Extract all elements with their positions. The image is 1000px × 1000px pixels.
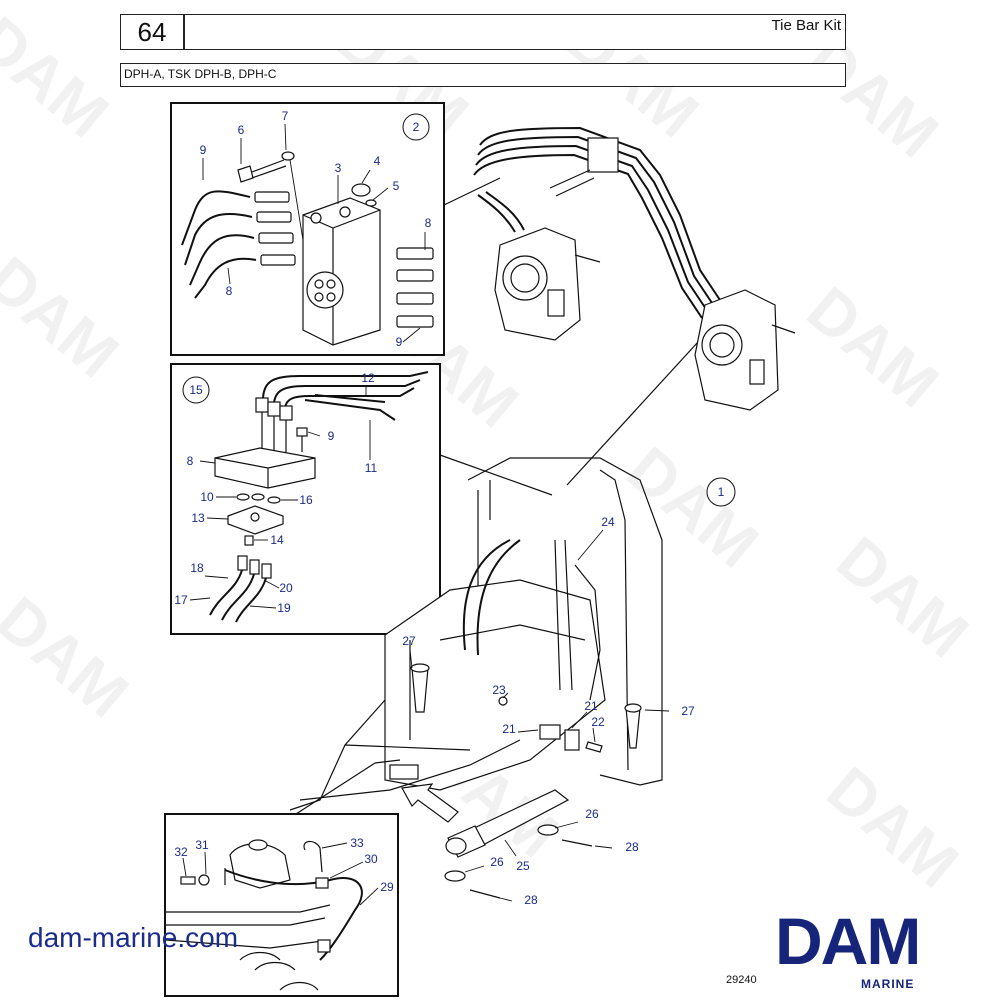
detail-15-manifold: 15 (170, 363, 441, 635)
main-drive-body: 24 27 27 23 21 21 22 26 28 25 26 28 1 (289, 457, 736, 907)
detail-2-pointer (443, 177, 501, 206)
label-6: 6 (238, 123, 245, 137)
label-14: 14 (270, 533, 284, 547)
label-4: 4 (374, 154, 381, 168)
label-30: 30 (364, 852, 378, 866)
label-23: 23 (492, 683, 506, 697)
label-25: 25 (516, 859, 530, 873)
label-17: 17 (174, 593, 188, 607)
model-list: DPH-A, TSK DPH-B, DPH-C (124, 67, 277, 81)
label-33: 33 (350, 836, 364, 850)
detail-15-pointer (439, 317, 721, 496)
page-number: 64 (120, 14, 184, 50)
brand-logo-subtitle: MARINE (861, 977, 915, 991)
detail-bottom-pointer (295, 759, 401, 815)
direction-arrow-icon (401, 783, 459, 823)
label-9: 9 (328, 429, 335, 443)
label-7: 7 (282, 109, 289, 123)
label-9: 9 (396, 335, 403, 349)
title-box: Tie Bar Kit (184, 14, 846, 50)
models-box: DPH-A, TSK DPH-B, DPH-C (120, 63, 846, 87)
label-11: 11 (365, 461, 378, 475)
website-link[interactable]: dam-marine.com (28, 922, 239, 953)
label-19: 19 (277, 601, 291, 615)
label-28: 28 (625, 840, 639, 854)
label-32: 32 (174, 845, 188, 859)
detail-bottom-sensor: 32 31 33 30 29 (164, 813, 399, 997)
label-8: 8 (425, 216, 432, 230)
label-12: 12 (361, 371, 375, 385)
label-8: 8 (226, 284, 233, 298)
callout-detail-15: 15 (189, 383, 203, 397)
label-8: 8 (187, 454, 194, 468)
label-22: 22 (591, 715, 605, 729)
label-28: 28 (524, 893, 538, 907)
page-title: Tie Bar Kit (771, 17, 841, 34)
label-21: 21 (584, 699, 598, 713)
figure-id: 29240 (726, 974, 757, 986)
label-20: 20 (279, 581, 293, 595)
label-27: 27 (402, 634, 416, 648)
brand-logo: DAM (775, 904, 921, 978)
label-27: 27 (681, 704, 695, 718)
label-10: 10 (200, 490, 214, 504)
label-3: 3 (335, 161, 342, 175)
label-18: 18 (190, 561, 204, 575)
twin-drive-assembly (473, 126, 796, 411)
label-16: 16 (299, 493, 313, 507)
label-21: 21 (502, 722, 516, 736)
label-5: 5 (393, 179, 400, 193)
callout-detail-2: 2 (413, 120, 420, 134)
label-13: 13 (191, 511, 205, 525)
label-9: 9 (200, 143, 207, 157)
label-29: 29 (380, 880, 394, 894)
label-24: 24 (601, 515, 615, 529)
label-31: 31 (195, 838, 209, 852)
label-26: 26 (585, 807, 599, 821)
callout-main-1: 1 (718, 485, 725, 499)
detail-2-valve-block: 2 (170, 102, 445, 356)
label-26: 26 (490, 855, 504, 869)
